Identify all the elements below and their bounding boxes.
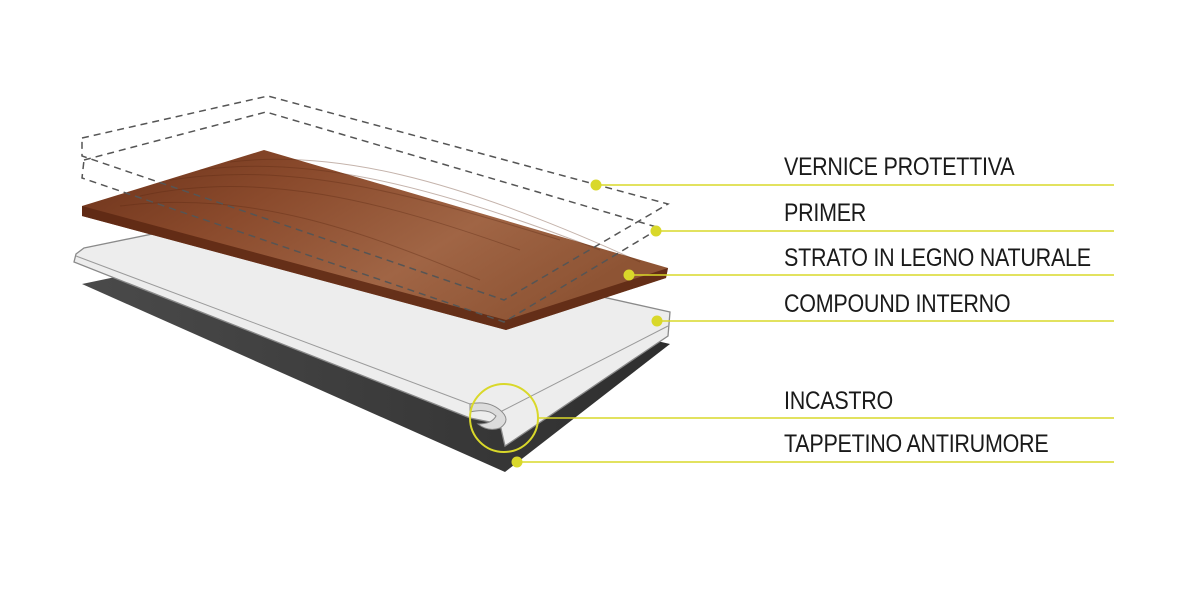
leader-lines bbox=[517, 184, 1114, 463]
label-primer: PRIMER bbox=[784, 199, 867, 227]
leader-dots bbox=[511, 179, 663, 468]
primer-outline bbox=[81, 111, 662, 323]
label-vernice-protettiva: VERNICE PROTETTIVA bbox=[784, 153, 1015, 181]
wood-layer bbox=[82, 150, 668, 330]
label-incastro: INCASTRO bbox=[784, 387, 894, 415]
label-strato-legno: STRATO IN LEGNO NATURALE bbox=[784, 244, 1091, 272]
label-tappetino-antirumore: TAPPETINO ANTIRUMORE bbox=[784, 430, 1049, 458]
label-compound-interno: COMPOUND INTERNO bbox=[784, 290, 1011, 318]
vernice-outline bbox=[81, 95, 670, 301]
